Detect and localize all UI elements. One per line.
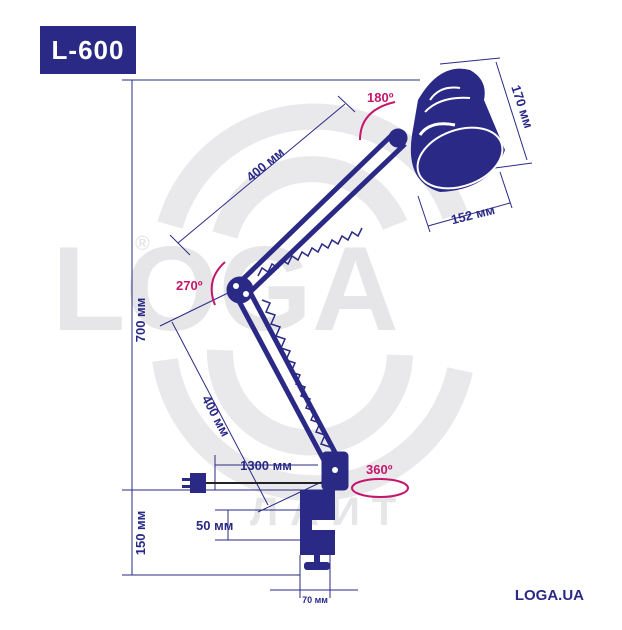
website-link[interactable]: LOGA.UA <box>514 587 584 604</box>
rotation-arrow-shade <box>359 101 396 141</box>
rotation-shade: 180º <box>367 90 394 105</box>
rotation-arrow-base <box>351 478 409 498</box>
dim-clamp-height: 150 мм <box>133 511 148 556</box>
socket-label: E27 <box>440 166 463 181</box>
lamp-shade <box>410 68 505 192</box>
dim-total-height: 700 мм <box>133 298 148 343</box>
lamp-body <box>226 128 408 570</box>
dim-shade-height: 170 мм <box>508 83 536 130</box>
model-badge: L-600 <box>40 26 136 74</box>
dim-shade-width-line <box>427 202 511 227</box>
dim-upper-arm-line <box>177 103 346 244</box>
watermark-registered: ® <box>135 233 150 255</box>
dim-clamp-opening: 50 мм <box>196 518 233 533</box>
watermark-brand: LOGA <box>52 222 399 356</box>
rotation-arrows <box>210 101 409 498</box>
dim-clamp-width: 70 мм <box>302 595 328 605</box>
dim-shade-height-line <box>495 61 528 161</box>
dim-lower-arm-line <box>171 321 269 506</box>
rotation-base: 360º <box>366 462 393 477</box>
power-cord <box>182 473 322 493</box>
rotation-arrow-elbow <box>210 261 226 306</box>
dim-cord: 1300 мм <box>240 458 292 473</box>
rotation-elbow: 270º <box>176 278 203 293</box>
